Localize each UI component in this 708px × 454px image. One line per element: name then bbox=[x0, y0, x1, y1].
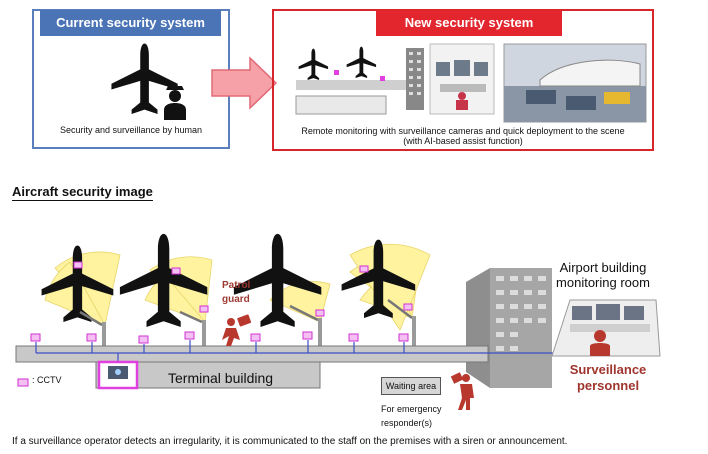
cctv-camera-icon bbox=[302, 331, 313, 340]
airplane-icons bbox=[41, 233, 416, 327]
monitoring-room-label: Airport building monitoring room bbox=[540, 260, 666, 290]
section-title: Aircraft security image bbox=[12, 184, 153, 201]
new-caption-line1: Remote monitoring with surveillance came… bbox=[301, 126, 625, 136]
cctv-camera-icon bbox=[359, 265, 369, 273]
current-system-illustration bbox=[111, 43, 186, 120]
cctv-camera-icon bbox=[398, 333, 409, 342]
footer-note: If a surveillance operator detects an ir… bbox=[12, 436, 568, 447]
airplane-icon bbox=[119, 233, 208, 327]
airplane-icon bbox=[41, 245, 114, 322]
emergency-line2: responder(s) bbox=[381, 418, 433, 428]
cctv-camera-icon bbox=[315, 309, 325, 317]
patrol-guard-icon bbox=[222, 314, 252, 346]
terminal-corridor bbox=[15, 345, 489, 363]
cctv-legend-icon bbox=[17, 378, 29, 387]
airport-line1: Airport building bbox=[559, 260, 647, 275]
current-system-header: Current security system bbox=[40, 10, 221, 36]
airplane-icon bbox=[233, 233, 322, 327]
current-system-caption: Security and surveillance by human bbox=[59, 125, 203, 135]
building-icon bbox=[406, 48, 424, 110]
monitoring-room-icon bbox=[551, 299, 661, 357]
network-lines bbox=[35, 340, 560, 362]
airplane-icon bbox=[341, 239, 416, 318]
patrol-line1: Patrol bbox=[222, 280, 251, 291]
cctv-camera-icon bbox=[403, 303, 413, 311]
emergency-responder-icon bbox=[450, 372, 474, 410]
new-system-caption: Remote monitoring with surveillance came… bbox=[276, 126, 650, 146]
security-guard-icon bbox=[164, 86, 186, 120]
local-monitor-station bbox=[97, 360, 139, 390]
camera-monitor-image bbox=[503, 43, 647, 123]
patrol-line2: guard bbox=[222, 294, 250, 305]
airplane-icon bbox=[298, 48, 329, 80]
cctv-camera-icon bbox=[138, 335, 149, 344]
boarding-bridges bbox=[79, 299, 413, 327]
cctv-camera-icon bbox=[86, 333, 97, 342]
cctv-camera-icon bbox=[30, 333, 41, 342]
cctv-camera-icon bbox=[348, 333, 359, 342]
emergency-line1: For emergency bbox=[381, 404, 442, 414]
patrol-guard-label: Patrol guard bbox=[222, 279, 250, 307]
waiting-area-label: Waiting area bbox=[381, 377, 441, 395]
new-caption-line2: (with AI-based assist function) bbox=[403, 136, 523, 146]
transition-arrow-icon bbox=[211, 56, 278, 110]
cctv-cameras bbox=[30, 261, 413, 344]
cctv-camera-icon bbox=[199, 305, 209, 313]
terminal-building-label: Terminal building bbox=[168, 370, 274, 386]
cctv-camera-icon bbox=[171, 267, 181, 275]
new-system-header: New security system bbox=[376, 10, 562, 36]
bridge-poles bbox=[102, 316, 416, 346]
terminal-scene-image bbox=[295, 46, 416, 115]
monitoring-room-image bbox=[429, 43, 495, 115]
emergency-responder-label: For emergency responder(s) bbox=[381, 402, 471, 430]
airplane-icon bbox=[111, 43, 178, 114]
cctv-camera-icon bbox=[250, 333, 261, 342]
personnel-line2: personnel bbox=[576, 378, 640, 393]
cctv-camera-icon bbox=[184, 331, 195, 340]
new-system-illustration bbox=[295, 43, 647, 123]
surveillance-personnel-label: Surveillance personnel bbox=[548, 362, 668, 394]
airport-line2: monitoring room bbox=[556, 275, 650, 290]
airplane-icon bbox=[346, 46, 377, 78]
cctv-camera-icon bbox=[73, 261, 83, 269]
personnel-line1: Surveillance bbox=[569, 362, 647, 377]
cctv-legend-label: : CCTV bbox=[32, 375, 62, 385]
